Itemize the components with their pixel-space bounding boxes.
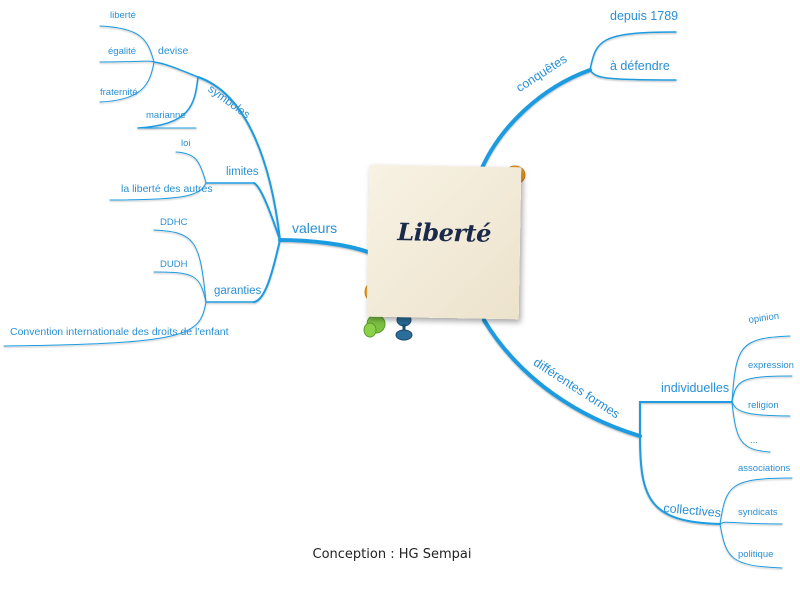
label-individuelles: individuelles (661, 381, 730, 395)
branch-garanties (253, 239, 281, 303)
branch-valeurs (278, 238, 370, 254)
label-expression: expression (748, 360, 794, 371)
label-convention: Convention internationale des droits de … (10, 326, 229, 338)
label-dudh: DUDH (160, 259, 188, 270)
branch-formes (482, 318, 642, 438)
label-politique: politique (738, 549, 774, 560)
pin-icon (363, 314, 386, 338)
central-title: Liberté (397, 217, 492, 248)
label-liberte-des-autres: la liberté des autres (121, 183, 213, 195)
central-note: Liberté (366, 164, 522, 320)
pin-icon (395, 313, 413, 341)
branch-conquetes (480, 68, 592, 170)
label-etc: ... (750, 435, 758, 446)
label-devise: devise (158, 45, 189, 57)
label-valeurs: valeurs (292, 220, 338, 236)
label-loi: loi (181, 138, 191, 149)
label-garanties: garanties (214, 285, 262, 297)
branch-limites (253, 182, 281, 241)
label-egalite: égalité (108, 46, 136, 57)
label-ddhc: DDHC (160, 217, 188, 228)
label-religion: religion (748, 400, 779, 411)
label-syndicats: syndicats (738, 507, 778, 518)
label-depuis-1789: depuis 1789 (610, 9, 679, 23)
branch-collectives (639, 435, 721, 525)
credit-text: Conception : HG Sempai (312, 547, 472, 562)
label-marianne: marianne (146, 110, 186, 121)
label-a-defendre: à défendre (610, 59, 670, 73)
label-associations: associations (738, 463, 791, 474)
label-liberte: liberté (110, 10, 136, 21)
label-fraternite: fraternité (100, 87, 138, 98)
label-limites: limites (226, 166, 259, 178)
branch-symboles (197, 76, 281, 241)
branch-individuelles (639, 401, 733, 437)
